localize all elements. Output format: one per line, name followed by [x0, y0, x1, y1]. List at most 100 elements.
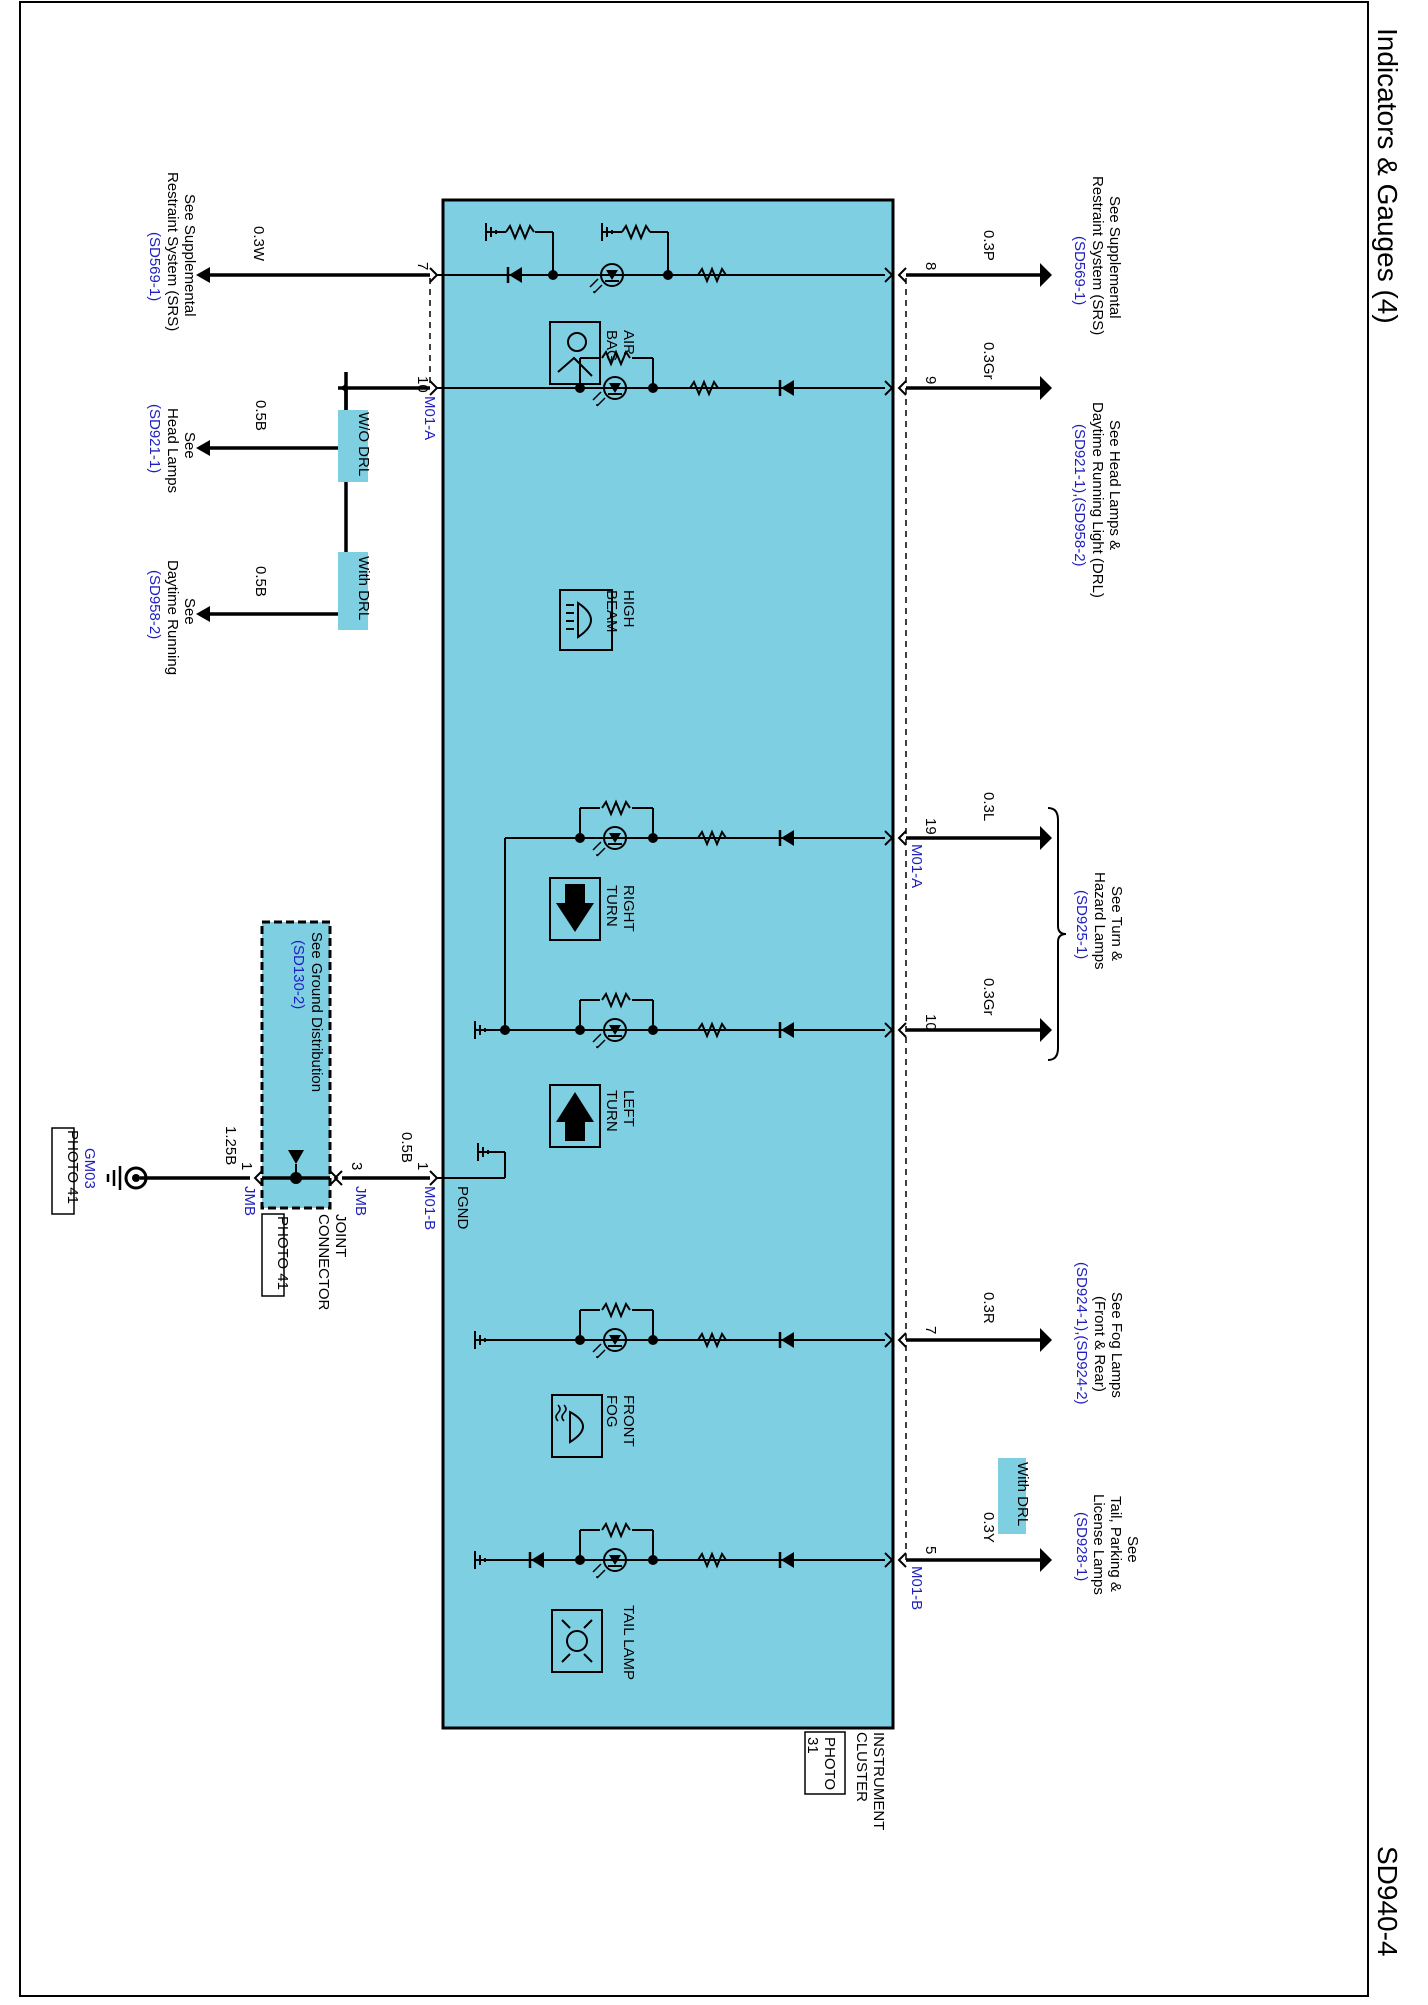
page-title: Indicators & Gauges (4)	[1372, 28, 1403, 324]
airbag-circuit: AIR BAG	[429, 222, 894, 385]
indicator-right-turn-line2: TURN	[603, 885, 620, 927]
cluster-name-line1: INSTRUMENT	[870, 1732, 887, 1830]
chassis-ground-icon	[124, 1166, 148, 1190]
tail-lamp-symbol-icon	[551, 1609, 603, 1673]
fog-ref-line2: (Front & Rear)	[1091, 1296, 1108, 1392]
ground-wire1-label: 0.5B	[398, 1132, 415, 1163]
pgnd-label: PGND	[454, 1186, 471, 1230]
highbeam-circuit: HIGH BEAM	[429, 351, 894, 651]
ground-pin1-cluster: 1	[414, 1162, 431, 1170]
ground-id: GM03	[81, 1148, 98, 1189]
turn-ref-line2: Hazard Lamps	[1091, 872, 1108, 970]
tail-ref-line4: (SD928-1)	[1073, 1512, 1090, 1581]
turn-hazard-wires: 19 M01-A 0.3L 10 0.3Gr See Turn & Hazard…	[897, 792, 1125, 1061]
right-turn-arrow-icon	[549, 877, 601, 941]
tail-ref-line2: Tail, Parking &	[1107, 1496, 1124, 1592]
ground-pin1-jmb-out: 1	[238, 1162, 255, 1170]
ground-connector-cluster: M01-B	[421, 1186, 438, 1230]
jmb-splice-box	[260, 920, 332, 1210]
wire-03gr-pin9-label: 0.3Gr	[980, 342, 997, 380]
wire-03gr-pin10-label: 0.3Gr	[980, 978, 997, 1016]
cluster-photo-box	[804, 1731, 846, 1795]
headlamp-ref-line3: (SD921-1)	[146, 404, 163, 473]
drl-ref-line1: See	[181, 598, 198, 625]
tail-ref-line1: See	[1124, 1536, 1141, 1563]
srs-ref-top-line1: See Supplemental	[181, 194, 198, 317]
page-code: SD940-4	[1372, 1846, 1403, 1957]
wire-05b-drl-label: 0.5B	[252, 566, 269, 597]
front-fog-circuit: FRONT FOG	[474, 1303, 894, 1458]
pin7-fog-wire: 7 0.3R See Fog Lamps (Front & Rear) (SD9…	[897, 1262, 1125, 1405]
front-fog-symbol-icon	[551, 1394, 603, 1458]
with-drl-tag-bottom	[998, 1458, 1026, 1534]
pin19-label: 19	[922, 818, 939, 835]
pgnd-circuit: PGND	[429, 1142, 506, 1230]
indicator-front-fog-line1: FRONT	[620, 1395, 637, 1447]
fog-ref-line3: (SD924-1),(SD924-2)	[1073, 1262, 1090, 1405]
drl-ref-line3: (SD958-2)	[146, 570, 163, 639]
left-turn-arrow-icon	[549, 1084, 601, 1148]
hl-drl-ref-line3: (SD921-1),(SD958-2)	[1071, 424, 1088, 567]
pin10-bottom-label: 10	[922, 1014, 939, 1031]
fog-ref-line1: See Fog Lamps	[1108, 1292, 1125, 1398]
pin7-top-label: 7	[414, 262, 431, 270]
with-drl-bottom-label: With DRL	[1014, 1462, 1031, 1526]
turn-ref-line1: See Turn &	[1108, 886, 1125, 961]
indicator-highbeam-line1: HIGH	[620, 590, 637, 628]
drl-ref-line2: Daytime Running	[164, 560, 181, 675]
ground-path: 1 M01-B 0.5B See Ground Distribution (SD…	[51, 920, 438, 1311]
with-drl-top-label: With DRL	[355, 556, 372, 620]
wire-03p-label: 0.3P	[980, 230, 997, 261]
ground-photo: PHOTO 41	[64, 1130, 81, 1204]
joint-line2: CONNECTOR	[315, 1214, 332, 1311]
with-drl-tag-top	[338, 552, 368, 630]
wire-05b-headlamp-label: 0.5B	[252, 400, 269, 431]
hl-drl-ref-line2: Daytime Running Light (DRL)	[1089, 402, 1106, 598]
wo-drl-tag	[338, 410, 368, 482]
cluster-photo-line1: PHOTO	[821, 1737, 838, 1790]
wire-03y-label: 0.3Y	[980, 1512, 997, 1543]
wo-drl-label: W/O DRL	[355, 412, 372, 476]
srs-ref-bottom-line2: Restraint System (SRS)	[1089, 176, 1106, 335]
indicator-left-turn-line1: LEFT	[620, 1090, 637, 1127]
wire-03l-label: 0.3L	[980, 792, 997, 821]
joint-line1: JOINT	[332, 1214, 349, 1257]
ground-pin3-jmb: 3	[348, 1162, 365, 1170]
pin9-label: 9	[922, 376, 939, 384]
m01a-bottom-label: M01-A	[908, 844, 925, 888]
indicator-front-fog-line2: FOG	[603, 1395, 620, 1428]
pin8-srs-wire: 8 0.3P See Supplemental Restraint System…	[897, 176, 1123, 335]
ground-jmb-out: JMB	[241, 1186, 258, 1216]
tail-lamp-circuit: TAIL LAMP	[474, 1523, 894, 1680]
pin7-airbag-wire: 7 0.3W See Supplemental Restraint System…	[146, 172, 431, 331]
indicator-airbag-line1: AIR	[620, 330, 637, 355]
ground-jmb-in: JMB	[352, 1186, 369, 1216]
headlamp-ref-line2: Head Lamps	[164, 408, 181, 493]
pin10-top-label: 10	[414, 376, 431, 393]
m01b-bottom-label: M01-B	[908, 1566, 925, 1610]
ground-dist-line1: See Ground Distribution	[308, 932, 325, 1092]
tail-ref-line3: License Lamps	[1090, 1494, 1107, 1595]
airbag-symbol-icon	[549, 321, 601, 385]
pin8-label: 8	[922, 262, 939, 270]
indicator-highbeam-line2: BEAM	[603, 590, 620, 633]
headlamp-ref-line1: See	[181, 432, 198, 459]
ground-wire2-label: 1.25B	[222, 1126, 239, 1165]
ground-dist-ref: (SD130-2)	[290, 940, 307, 1009]
indicator-tail-lamp-line1: TAIL LAMP	[620, 1605, 637, 1680]
indicator-left-turn-line2: TURN	[603, 1090, 620, 1132]
hl-drl-ref-line1: See Head Lamps &	[1106, 420, 1123, 550]
instrument-cluster-box	[441, 198, 895, 1730]
joint-photo: PHOTO 41	[274, 1216, 291, 1290]
right-turn-circuit: RIGHT TURN	[504, 801, 894, 1030]
pin10-headlamp-wires: 10 M01-A W/O DRL With DRL 0.5B 0.5B See …	[146, 372, 438, 675]
cluster-name-line2: CLUSTER	[853, 1732, 870, 1802]
srs-ref-bottom-line1: See Supplemental	[1106, 196, 1123, 319]
turn-ref-line3: (SD925-1)	[1073, 890, 1090, 959]
srs-ref-bottom-line3: (SD569-1)	[1071, 236, 1088, 305]
srs-ref-top-line3: (SD569-1)	[146, 232, 163, 301]
pin9-headlamp-wire: 9 0.3Gr See Head Lamps & Daytime Running…	[897, 342, 1123, 598]
m01a-top-label: M01-A	[421, 396, 438, 440]
indicator-right-turn-line1: RIGHT	[620, 885, 637, 932]
